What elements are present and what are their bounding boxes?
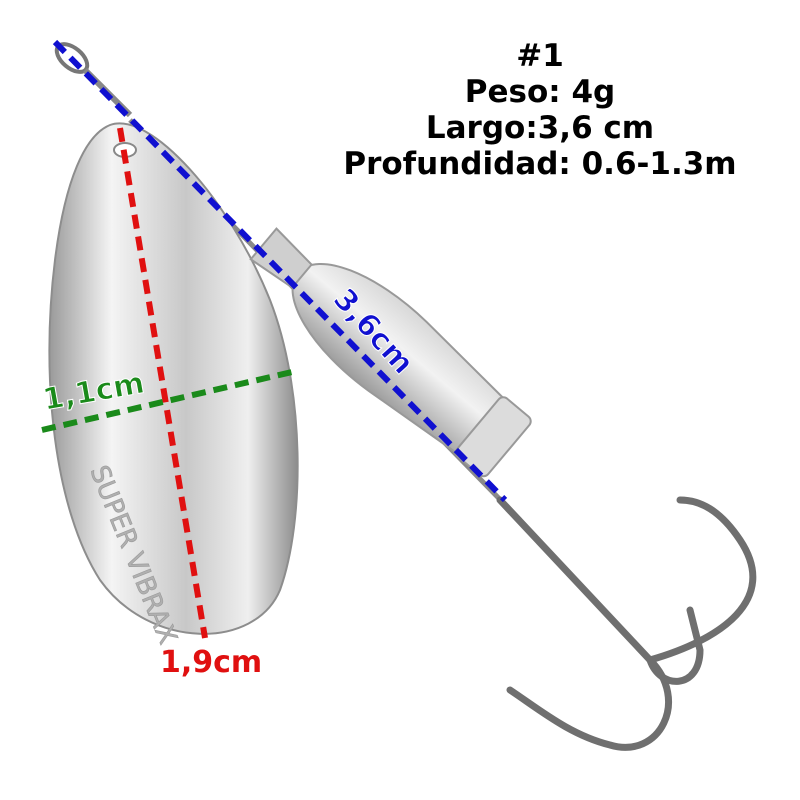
treble-hook	[496, 496, 757, 751]
spec-panel: #1 Peso: 4g Largo:3,6 cm Profundidad: 0.…	[300, 38, 780, 182]
height-measure-line	[117, 127, 208, 639]
weight-spec: Peso: 4g	[464, 74, 616, 110]
length-measure-line	[52, 39, 508, 503]
length-spec: Largo:3,6 cm	[425, 110, 655, 146]
lure-body	[249, 227, 532, 478]
model-number: #1	[516, 38, 564, 74]
height-label: 1,9cm	[160, 645, 262, 680]
depth-spec: Profundidad: 0.6-1.3m	[343, 146, 737, 182]
